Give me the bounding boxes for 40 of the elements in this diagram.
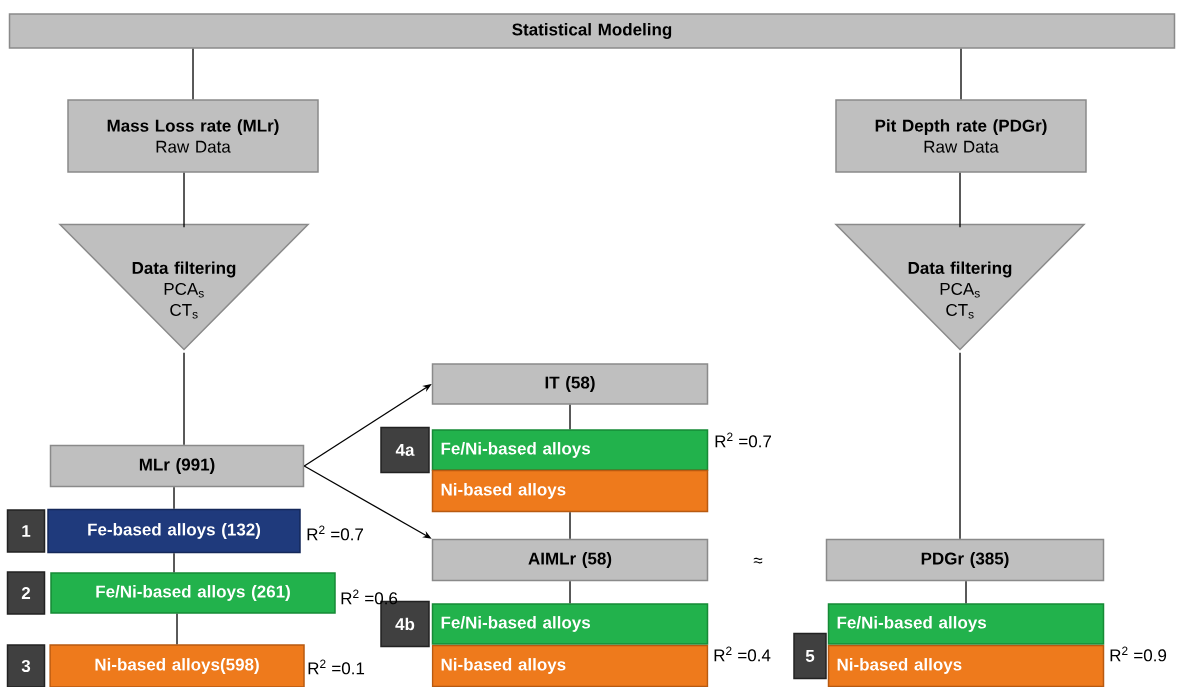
alloy-box: Fe/Ni-based alloys — [431, 603, 709, 645]
approx-sign: ≈ — [753, 557, 763, 564]
connector-line — [959, 172, 961, 228]
heading-bar: Statistical Modeling — [8, 13, 1176, 49]
process-box: PDGr (385) — [825, 538, 1105, 582]
connector-line — [959, 352, 961, 540]
connector-line — [176, 613, 178, 645]
connector-line — [173, 552, 175, 573]
connector-line — [965, 580, 967, 604]
number-badge: 5 — [793, 632, 827, 680]
connector-line — [173, 486, 175, 510]
alloy-box: Ni-based alloys — [431, 469, 709, 513]
alloy-box: Fe/Ni-based alloys (261) — [50, 572, 336, 614]
number-badge: 2 — [6, 571, 46, 615]
process-box: MLr (991) — [49, 444, 305, 488]
r-squared-label: R$^{2}$ =0.9 — [1110, 646, 1167, 662]
connector-line — [569, 511, 571, 540]
number-badge: 1 — [6, 509, 46, 553]
connector-line — [569, 580, 571, 604]
connector-line — [183, 352, 185, 446]
r-squared-label: R$^{2}$ =0.4 — [714, 646, 771, 662]
alloy-box: Fe-based alloys (132) — [47, 508, 301, 554]
alloy-box: Fe/Ni-based alloys — [827, 603, 1105, 645]
process-box: Mass Loss rate (MLr) Raw Data — [67, 99, 319, 173]
number-badge: 4a — [380, 426, 430, 474]
connector-line — [960, 48, 962, 100]
number-badge: 3 — [6, 644, 46, 687]
process-box: IT (58) — [431, 363, 709, 405]
process-box: AIMLr (58) — [431, 538, 709, 582]
connector-line — [192, 48, 194, 100]
alloy-box: Fe/Ni-based alloys — [431, 429, 709, 471]
connector-line — [569, 404, 571, 430]
r-squared-label: R$^{2}$ =0.1 — [308, 659, 365, 675]
alloy-box: Ni-based alloys — [431, 644, 709, 687]
r-squared-label: R$^{2}$ =0.7 — [715, 432, 771, 448]
connector-line — [183, 172, 185, 228]
r-squared-label: R$^{2}$ =0.7 — [307, 525, 363, 541]
alloy-box: Ni-based alloys(598) — [49, 644, 305, 687]
process-box: Pit Depth rate (PDGr) Raw Data — [835, 99, 1087, 173]
alloy-box: Ni-based alloys — [827, 644, 1105, 687]
